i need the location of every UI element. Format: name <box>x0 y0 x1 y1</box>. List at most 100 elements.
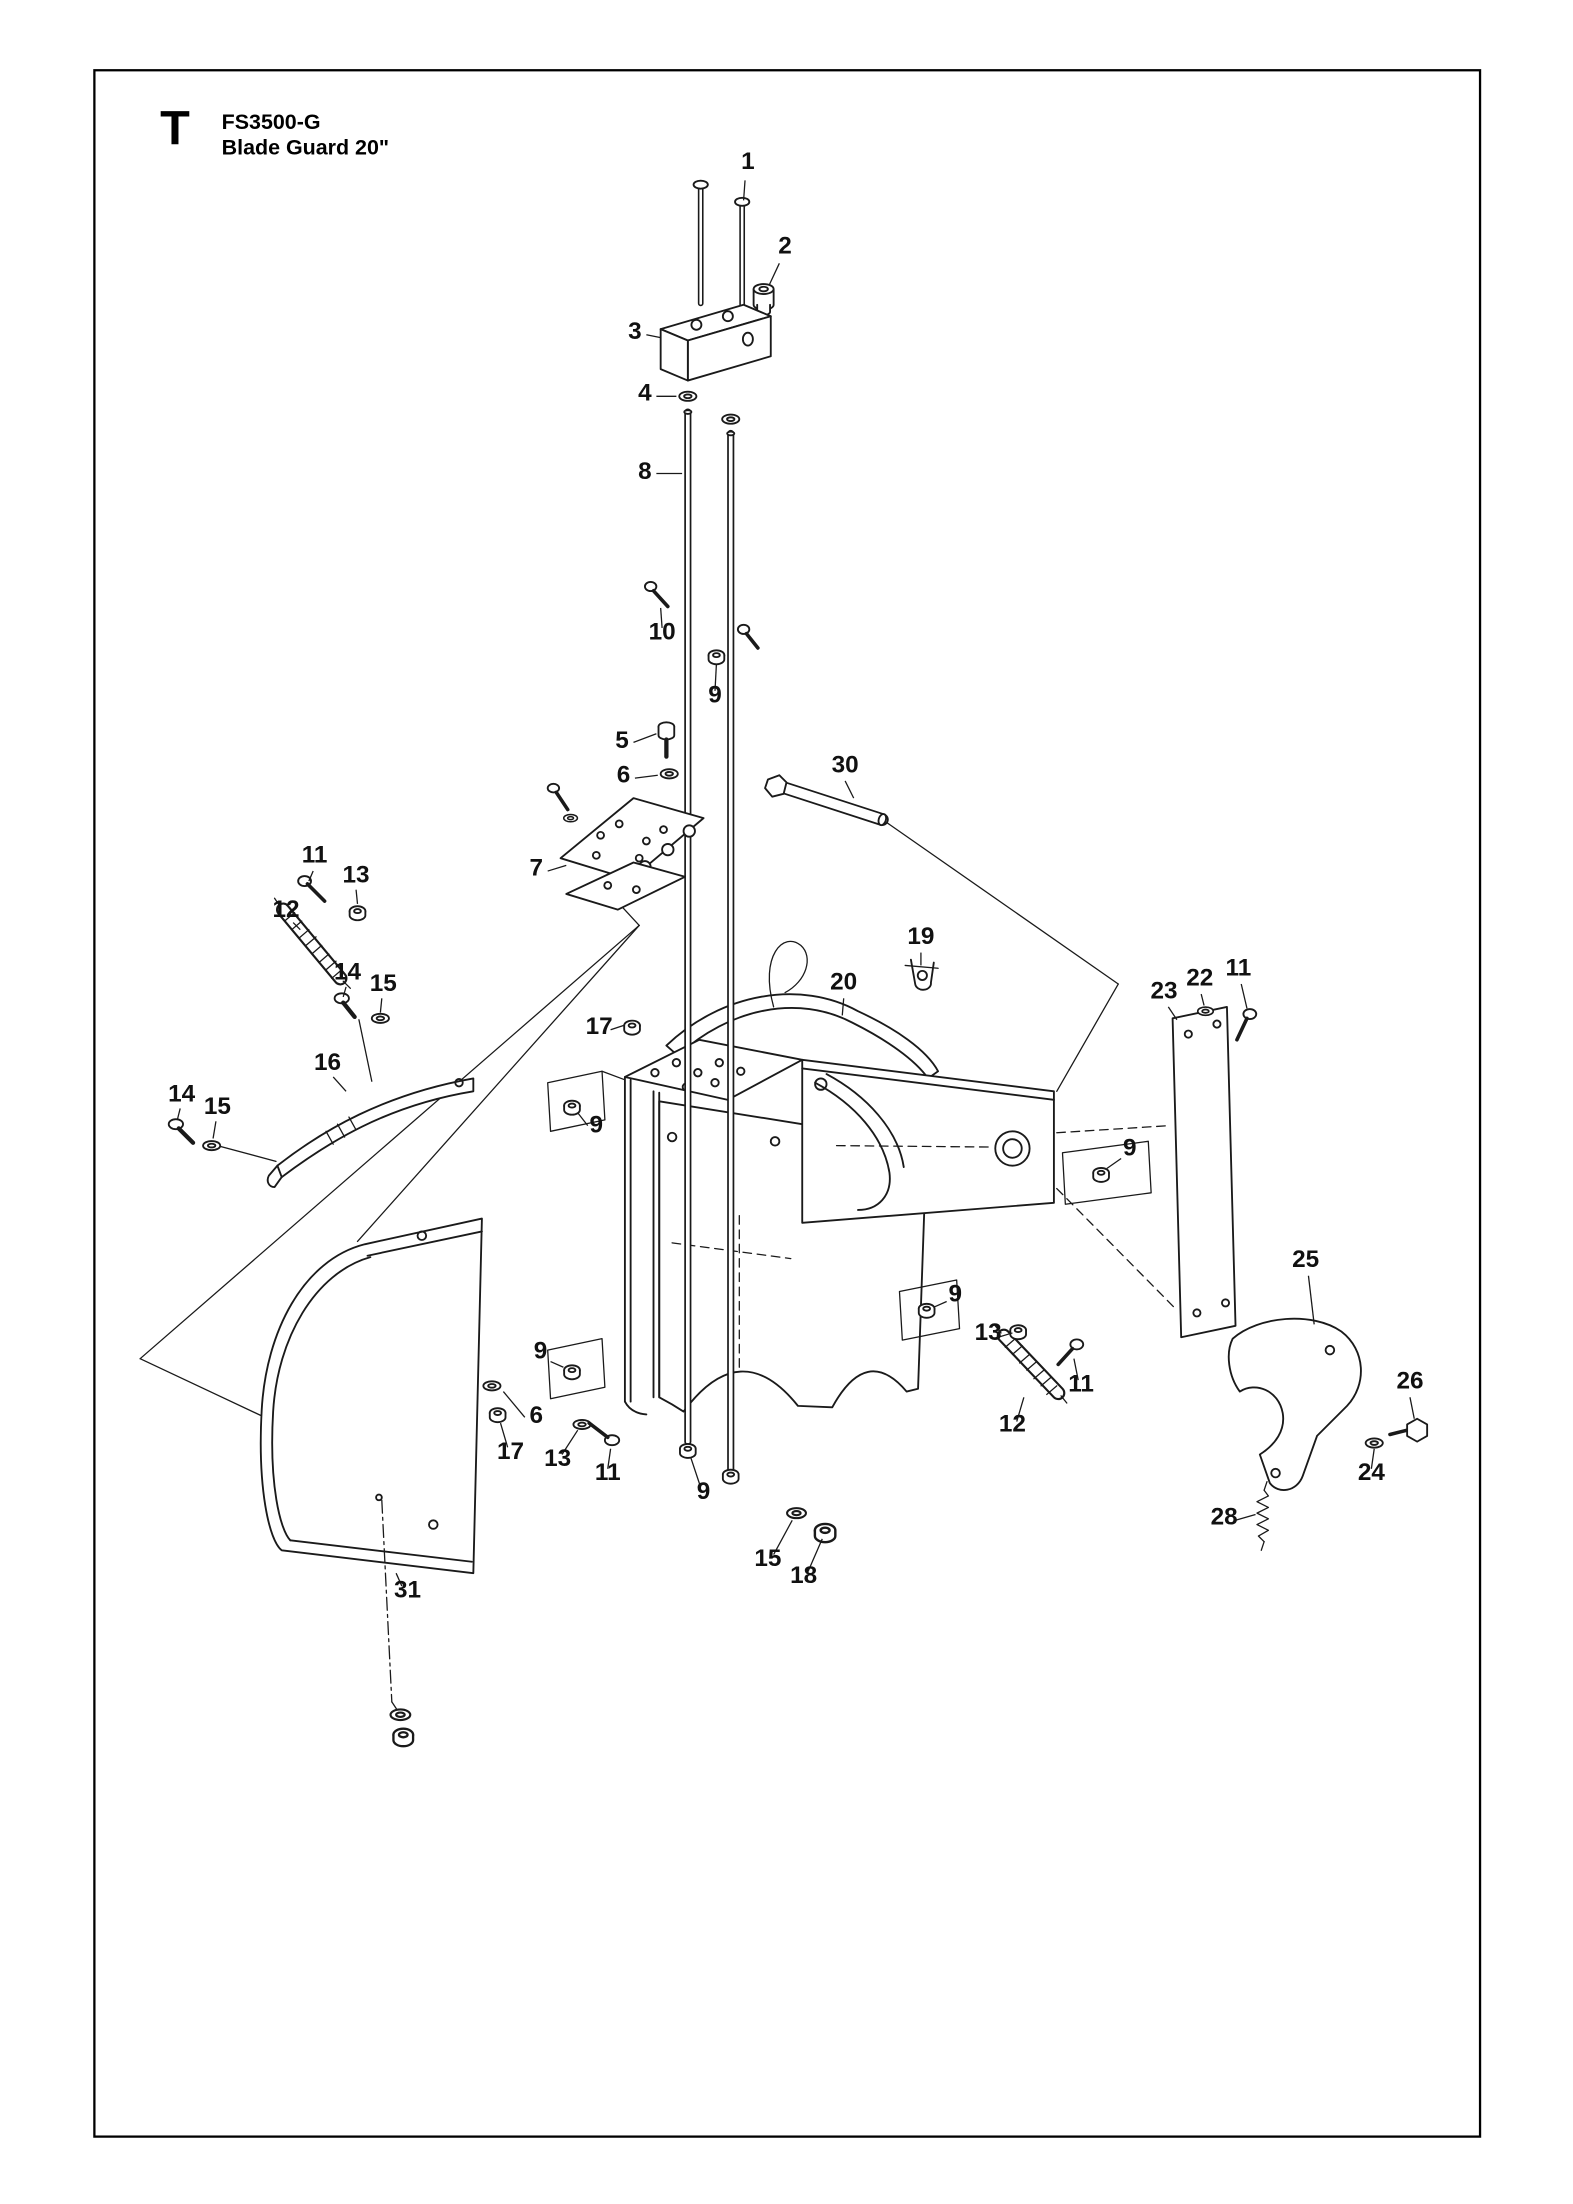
part-leader-11-33 <box>1073 1358 1079 1381</box>
part-label-11-24: 11 <box>1226 954 1252 981</box>
part-label-11-39: 11 <box>595 1459 621 1486</box>
part-leader-24-29 <box>1370 1448 1375 1469</box>
model-text: FS3500-G <box>222 110 321 134</box>
part-leader-16-16 <box>332 1076 347 1092</box>
part-label-14-14: 14 <box>334 959 362 986</box>
part-3-block <box>659 303 772 382</box>
part-label-15-41: 15 <box>754 1545 781 1572</box>
part-12-spring-right <box>994 1325 1068 1404</box>
part-leader-1-0 <box>742 180 746 201</box>
part-12-spring-left <box>273 897 351 989</box>
part-10-screw <box>644 580 760 650</box>
part-23-plate <box>1171 1005 1237 1339</box>
hidden-lines <box>1056 1124 1175 1308</box>
part-leader-26-28 <box>1409 1397 1415 1419</box>
part-30-pin <box>764 774 889 827</box>
part-label-19-20: 19 <box>907 923 934 950</box>
part-label-17-19: 17 <box>586 1013 613 1040</box>
title-block: T FS3500-G Blade Guard 20" <box>160 102 389 160</box>
part-leader-12-13 <box>292 922 301 931</box>
part-14-bolt-b <box>167 1118 196 1145</box>
part-13-washer-bottom <box>572 1418 592 1430</box>
part-label-10-5: 10 <box>649 618 676 645</box>
part-leader-11-24 <box>1240 983 1248 1009</box>
part-label-24-29: 24 <box>1358 1459 1386 1486</box>
part-label-20-21: 20 <box>830 969 857 996</box>
part-6-washer-bottom <box>482 1380 502 1392</box>
part-leader-22-23 <box>1200 993 1205 1006</box>
part-leader-14-17 <box>176 1108 181 1121</box>
part-leader-28-30 <box>1235 1513 1256 1521</box>
part-label-15-15: 15 <box>370 970 397 997</box>
part-leader-15-18 <box>212 1121 217 1139</box>
part-16-bracket <box>266 1077 475 1189</box>
part-6-washer-top <box>659 768 679 780</box>
part-7-hinge <box>546 782 705 911</box>
part-leader-17-19 <box>610 1024 624 1031</box>
part-label-11-11: 11 <box>302 841 328 868</box>
part-15-washer-b <box>202 1140 222 1152</box>
section-letter: T <box>160 102 190 156</box>
part-leader-11-39 <box>607 1448 612 1469</box>
part-label-2-1: 2 <box>778 232 792 259</box>
part-label-17-37: 17 <box>497 1438 524 1465</box>
part-leader-9-25 <box>577 1112 589 1126</box>
part-leader-18-42 <box>807 1538 823 1573</box>
part-leader-20-21 <box>841 998 845 1016</box>
part-label-9-26: 9 <box>1123 1135 1137 1162</box>
part-label-13-12: 13 <box>343 861 370 888</box>
part-label-9-31: 9 <box>948 1280 962 1307</box>
part-leader-12-34 <box>1016 1397 1025 1422</box>
part-17-nut-bottom <box>488 1407 507 1424</box>
part-label-23-22: 23 <box>1151 977 1178 1004</box>
part-leader-5-7 <box>633 733 657 743</box>
part-17-nut-top <box>623 1019 641 1036</box>
part-18-nut <box>813 1522 837 1544</box>
part-label-6-8: 6 <box>617 761 631 788</box>
part-13-nut-right <box>1009 1324 1027 1341</box>
part-15-washer-a <box>370 1012 390 1024</box>
part-15-washer-c <box>786 1507 807 1520</box>
part-label-31-43: 31 <box>394 1576 421 1603</box>
part-label-4-3: 4 <box>638 380 652 407</box>
part-label-9-40: 9 <box>697 1478 711 1505</box>
part-label-5-7: 5 <box>615 727 629 754</box>
part-label-13-38: 13 <box>544 1445 571 1472</box>
part-leader-13-32 <box>997 1332 1013 1338</box>
part-label-26-28: 26 <box>1396 1368 1423 1395</box>
part-leader-9-6 <box>714 663 718 691</box>
part-11-bolt-bottom <box>587 1421 621 1447</box>
part-24-washer <box>1364 1437 1384 1449</box>
part-19-clevis <box>904 958 939 991</box>
part-label-16-16: 16 <box>314 1049 341 1076</box>
part-1-bolts <box>692 179 751 330</box>
part-leader-25-27 <box>1307 1275 1315 1325</box>
part-label-13-32: 13 <box>975 1319 1002 1346</box>
part-25-bracket <box>1227 1317 1362 1491</box>
part-label-9-6: 9 <box>708 681 722 708</box>
part-leader-7-10 <box>547 864 567 872</box>
part-label-28-30: 28 <box>1211 1504 1238 1531</box>
part-leader-13-12 <box>355 889 359 905</box>
part-31-guard-half <box>259 1217 483 1712</box>
part-leader-6-8 <box>634 774 658 779</box>
part-leader-11-11 <box>308 870 314 882</box>
part-leader-15-41 <box>773 1519 793 1555</box>
page-border <box>93 69 1482 2138</box>
part-label-25-27: 25 <box>1292 1246 1319 1273</box>
part-leader-30-9 <box>844 780 855 799</box>
part-11-bolt-right <box>1056 1338 1085 1367</box>
part-label-9-35: 9 <box>534 1338 548 1365</box>
part-14-bolt-a <box>333 992 357 1020</box>
part-leader-9-40 <box>690 1457 702 1488</box>
part-leader-31-43 <box>395 1572 403 1587</box>
part-label-7-10: 7 <box>529 854 543 881</box>
part-28-spring <box>1256 1481 1270 1551</box>
part-label-6-36: 6 <box>529 1402 543 1429</box>
part-5-bolt <box>657 721 676 759</box>
part-leader-17-37 <box>499 1422 509 1448</box>
part-leader-9-35 <box>550 1360 564 1368</box>
part-13-nut-left <box>348 905 367 922</box>
